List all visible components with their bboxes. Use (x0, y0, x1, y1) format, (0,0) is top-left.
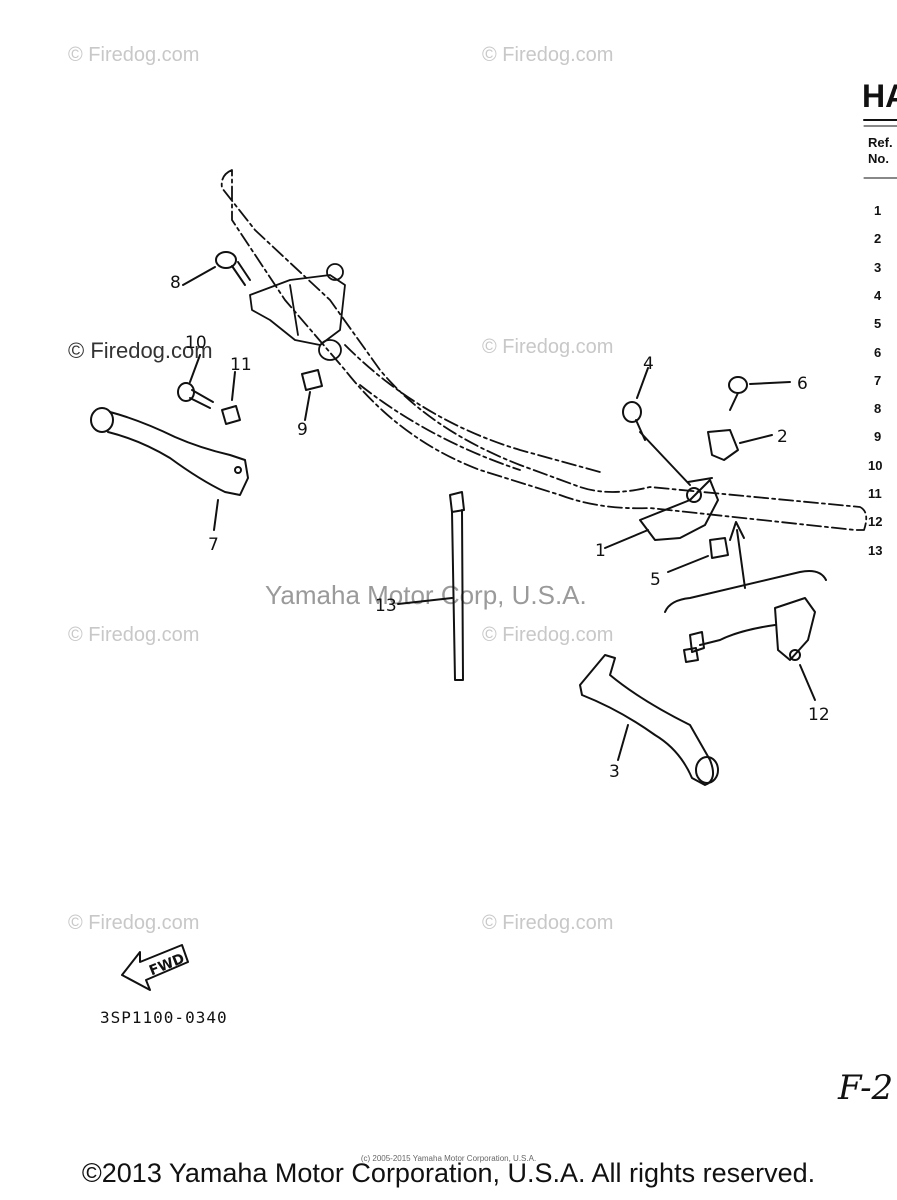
watermark: © Firedog.com (482, 912, 614, 934)
watermark: © Firedog.com (482, 44, 614, 66)
bracket (664, 570, 827, 613)
clutch-lever-3 (579, 654, 719, 786)
table-title: HA (862, 78, 897, 114)
callout-9: 9 (297, 420, 308, 440)
nut-9 (301, 369, 323, 421)
callout-4: 4 (643, 354, 654, 374)
ref-row: 8 (874, 401, 882, 416)
watermark: © Firedog.com (68, 624, 200, 646)
nut-11 (221, 371, 241, 425)
callout-7: 7 (208, 535, 219, 555)
clamp-2 (707, 429, 773, 461)
ref-row: 13 (868, 543, 883, 558)
callout-11: 11 (230, 355, 252, 375)
ref-row: 2 (874, 231, 882, 246)
cable-tie-13 (397, 491, 465, 681)
ref-row: 7 (874, 373, 882, 388)
switch-12 (683, 597, 816, 701)
callout-6: 6 (797, 374, 808, 394)
callout-2: 2 (777, 427, 788, 447)
ref-row: 6 (874, 345, 882, 360)
nut-5 (667, 537, 729, 573)
bolt-6 (728, 376, 791, 411)
bolt-4 (622, 367, 691, 486)
master-cylinder (249, 263, 346, 361)
footer-copyright: ©2013 Yamaha Motor Corporation, U.S.A. A… (81, 1158, 816, 1188)
watermark: © Firedog.com (68, 338, 213, 363)
callout-13: 13 (375, 596, 397, 616)
callout-10: 10 (185, 333, 207, 353)
callout-12: 12 (808, 705, 830, 725)
ref-row: 3 (874, 260, 882, 275)
bolt-8 (182, 251, 251, 286)
callout-5: 5 (650, 570, 661, 590)
fwd-label: FWD (147, 951, 187, 980)
ref-row: 5 (874, 316, 882, 331)
ref-row: 1 (874, 203, 882, 218)
center-watermark: Yamaha Motor Corp, U.S.A. (265, 580, 587, 610)
brake-lever-7 (90, 407, 249, 531)
ref-row: 9 (874, 429, 882, 444)
fwd-arrow-icon (121, 944, 189, 991)
diagram-code: 3SP1100-0340 (100, 1008, 228, 1027)
ref-row: 12 (868, 514, 883, 529)
callout-3: 3 (609, 762, 620, 782)
watermark: © Firedog.com (482, 624, 614, 646)
ref-row: 11 (868, 486, 882, 501)
ref-row: 10 (868, 458, 883, 473)
bolt-10 (177, 354, 214, 409)
lever-holder-1 (604, 477, 719, 549)
watermark: © Firedog.com (68, 912, 200, 934)
handlebar-outline (220, 169, 868, 531)
ref-no-header: Ref. No. (868, 135, 893, 166)
hand-note: F-2 (838, 1068, 894, 1108)
callout-8: 8 (170, 273, 181, 293)
ref-row: 4 (874, 288, 882, 303)
arrow (729, 521, 746, 589)
small-copyright: (c) 2005-2015 Yamaha Motor Corporation, … (360, 1154, 537, 1163)
watermark: © Firedog.com (482, 336, 614, 358)
watermark: © Firedog.com (68, 44, 200, 66)
callout-1: 1 (595, 541, 606, 561)
